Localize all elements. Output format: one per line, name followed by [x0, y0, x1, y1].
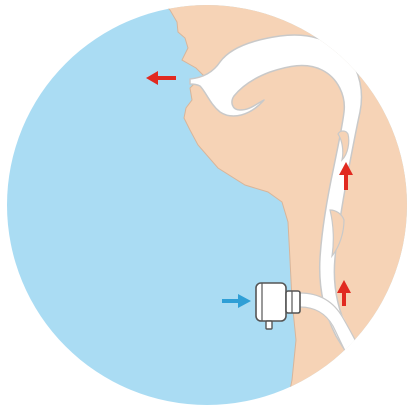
valve-tab	[266, 321, 272, 329]
valve-connector	[286, 291, 300, 313]
valve-body	[256, 283, 286, 321]
